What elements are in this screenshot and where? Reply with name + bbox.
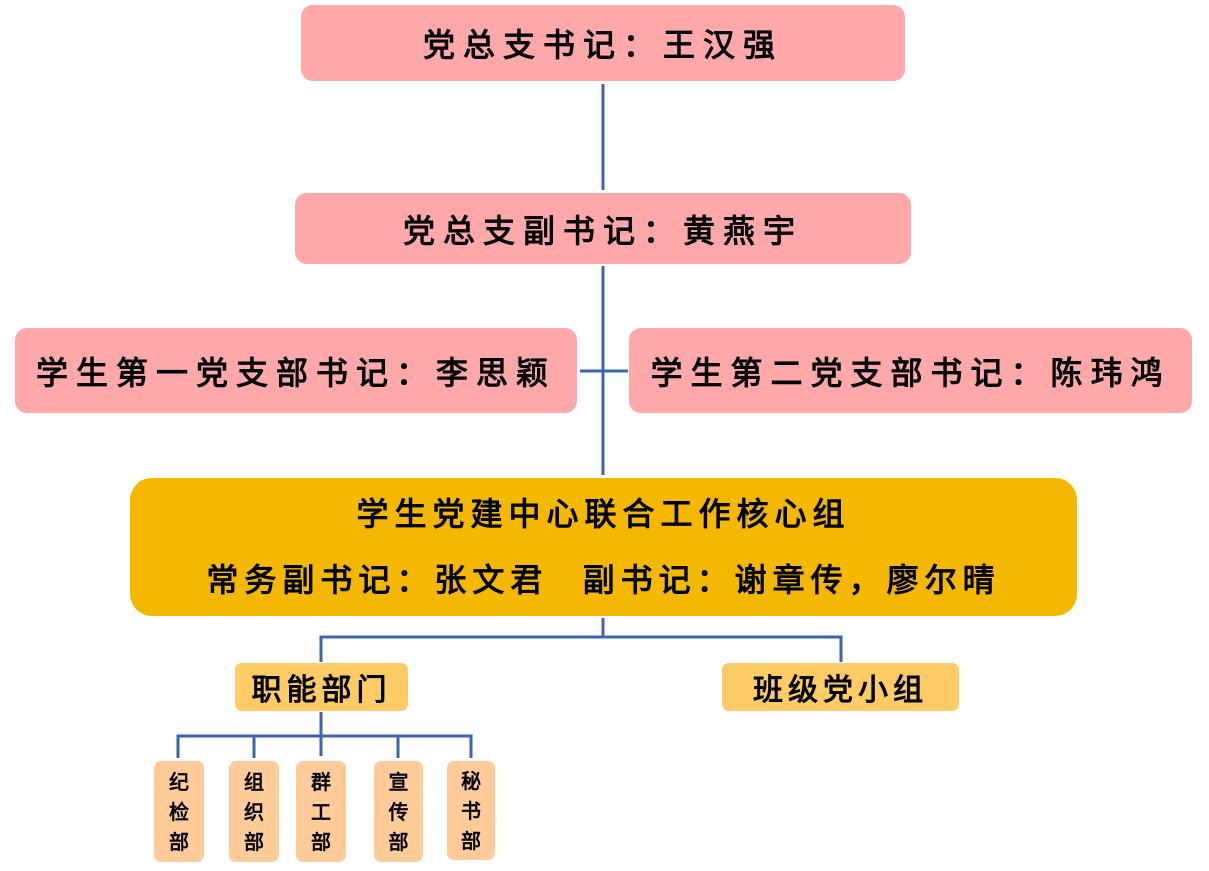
department-char: 传 bbox=[388, 799, 409, 824]
branch-1-secretary-label: 学生第一党支部书记：李思颖 bbox=[35, 353, 556, 392]
branch-1-secretary-box: 学生第一党支部书记：李思颖 bbox=[15, 328, 577, 413]
deputy-general-secretary-label: 党总支副书记：黄燕宇 bbox=[402, 211, 803, 250]
department-char: 群 bbox=[311, 769, 331, 794]
department-char: 宣 bbox=[388, 769, 409, 794]
department-char: 书 bbox=[461, 798, 481, 823]
connector-departments bbox=[176, 734, 473, 758]
department-char: 部 bbox=[169, 829, 189, 854]
branch-2-secretary-label: 学生第二党支部书记：陈玮鸿 bbox=[650, 353, 1171, 392]
department-char: 部 bbox=[311, 829, 331, 854]
department-char: 部 bbox=[461, 828, 481, 853]
department-char: 工 bbox=[311, 799, 331, 824]
functional-departments-box: 职能部门 bbox=[235, 663, 408, 711]
department-box-publicity: 宣 传 部 bbox=[374, 761, 423, 862]
department-char: 组 bbox=[244, 769, 264, 794]
department-box-secretariat: 秘 书 部 bbox=[447, 761, 495, 860]
department-box-organization: 组 织 部 bbox=[229, 761, 279, 862]
department-box-mass-work: 群 工 部 bbox=[296, 761, 346, 862]
general-secretary-label: 党总支书记：王汉强 bbox=[422, 26, 783, 64]
functional-departments-label: 职能部门 bbox=[251, 673, 392, 708]
department-char: 部 bbox=[388, 829, 409, 854]
department-char: 部 bbox=[244, 829, 264, 854]
department-char: 检 bbox=[169, 799, 189, 824]
core-group-title: 学生党建中心联合工作核心组 bbox=[356, 495, 851, 533]
deputy-general-secretary-box: 党总支副书记：黄燕宇 bbox=[295, 193, 911, 264]
department-char: 织 bbox=[244, 799, 264, 824]
general-secretary-box: 党总支书记：王汉强 bbox=[301, 5, 905, 81]
branch-2-secretary-box: 学生第二党支部书记：陈玮鸿 bbox=[629, 328, 1192, 413]
class-party-group-box: 班级党小组 bbox=[722, 663, 959, 711]
department-char: 秘 bbox=[461, 768, 481, 793]
connector-core-to-subunits bbox=[319, 635, 843, 662]
core-group-members: 常务副书记：张文君 副书记：谢章传，廖尔晴 bbox=[206, 561, 1001, 599]
department-char: 纪 bbox=[169, 769, 189, 794]
department-box-discipline: 纪 检 部 bbox=[154, 761, 204, 862]
class-party-group-label: 班级党小组 bbox=[753, 673, 928, 708]
core-group-box: 学生党建中心联合工作核心组 常务副书记：张文君 副书记：谢章传，廖尔晴 bbox=[130, 478, 1077, 616]
